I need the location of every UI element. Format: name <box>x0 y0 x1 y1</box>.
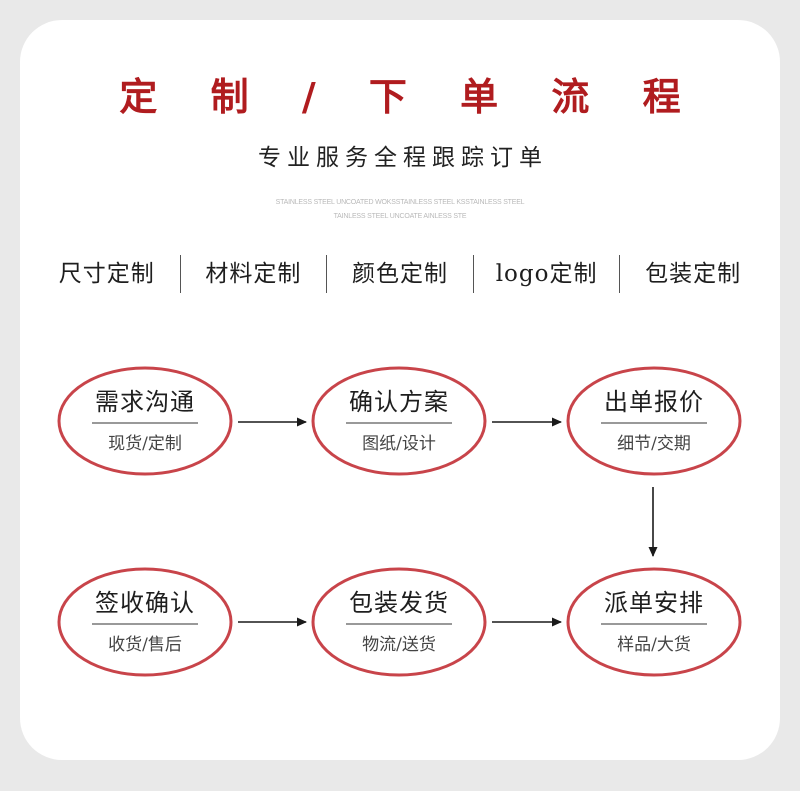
step-title: 确认方案 <box>349 388 449 416</box>
step-subtitle: 图纸/设计 <box>362 434 436 454</box>
english-decor-line-1: STAINLESS STEEL UNCOATED WOKSSTAINLESS S… <box>275 199 525 206</box>
step-subtitle: 现货/定制 <box>108 434 182 454</box>
step-subtitle: 收货/售后 <box>108 635 182 655</box>
page-subtitle: 专业服务全程跟踪订单 <box>258 145 548 171</box>
category-divider <box>326 255 328 293</box>
category-material: 材料定制 <box>205 261 302 287</box>
category-bar: 尺寸定制 材料定制 颜色定制 logo定制 包装定制 <box>34 254 766 294</box>
category-size: 尺寸定制 <box>58 261 155 287</box>
english-decor-line-2: TAINLESS STEEL UNCOATE AINLESS STE <box>333 213 467 220</box>
step-node-6: 签收确认 收货/售后 <box>57 567 233 677</box>
step-title: 签收确认 <box>95 589 195 617</box>
step-node-5: 包装发货 物流/送货 <box>311 567 487 677</box>
category-color: 颜色定制 <box>351 261 448 287</box>
step-title: 包装发货 <box>349 589 449 617</box>
step-title: 出单报价 <box>604 388 704 416</box>
page-title: 定 制 / 下 单 流 程 <box>119 74 701 119</box>
step-node-1: 需求沟通 现货/定制 <box>57 366 233 476</box>
category-packaging: 包装定制 <box>645 261 742 287</box>
step-node-2: 确认方案 图纸/设计 <box>311 366 487 476</box>
step-subtitle: 物流/送货 <box>362 635 436 655</box>
category-divider <box>179 255 181 293</box>
category-logo: logo定制 <box>495 261 598 287</box>
category-divider <box>619 255 621 293</box>
step-subtitle: 细节/交期 <box>617 434 691 454</box>
step-node-3: 出单报价 细节/交期 <box>566 366 742 476</box>
step-title: 派单安排 <box>604 589 704 617</box>
category-divider <box>472 255 474 293</box>
step-title: 需求沟通 <box>95 388 195 416</box>
step-subtitle: 样品/大货 <box>617 635 691 655</box>
step-node-4: 派单安排 样品/大货 <box>566 567 742 677</box>
